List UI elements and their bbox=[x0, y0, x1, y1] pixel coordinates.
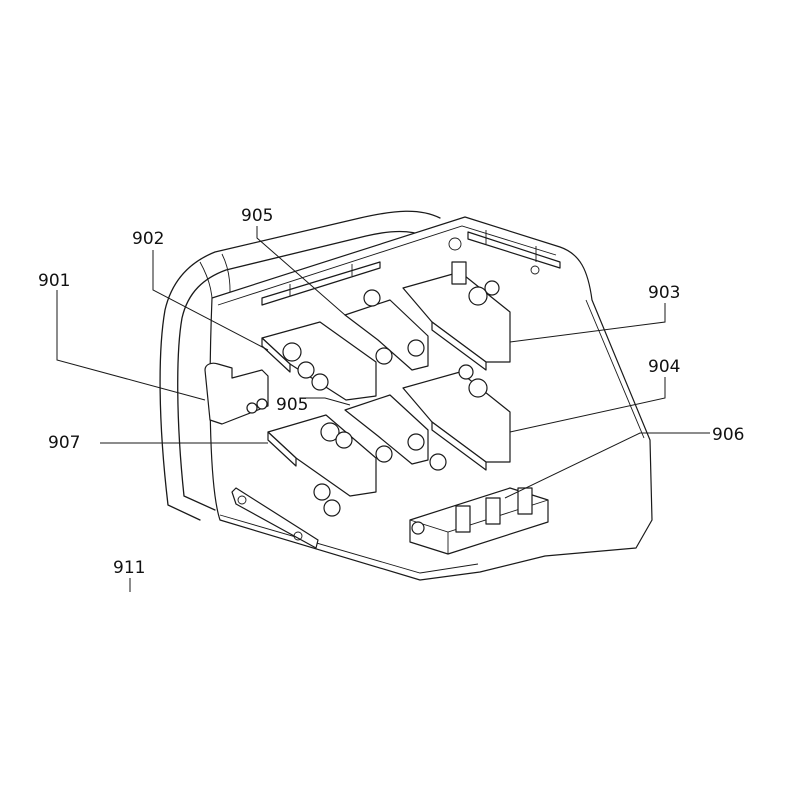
valve-904 bbox=[402, 364, 511, 471]
valve-903 bbox=[402, 261, 511, 371]
callout-902: 902 bbox=[132, 229, 164, 249]
callout-911: 911 bbox=[113, 558, 145, 578]
callout-906: 906 bbox=[712, 425, 744, 445]
callout-905-mid: 905 bbox=[276, 395, 308, 415]
callout-labels: 901 902 905 903 904 905 907 906 911 bbox=[38, 206, 744, 578]
valve-907 bbox=[267, 414, 377, 517]
callout-905-top: 905 bbox=[241, 206, 273, 226]
callout-907: 907 bbox=[48, 433, 80, 453]
callout-904: 904 bbox=[648, 357, 680, 377]
manifold-906 bbox=[409, 487, 549, 555]
leader-lines bbox=[56, 226, 710, 592]
top-bracket-right bbox=[448, 230, 561, 275]
valve-902 bbox=[261, 321, 377, 401]
manifold-block-905-top bbox=[344, 289, 429, 371]
tubular-frame bbox=[159, 210, 441, 521]
callout-901: 901 bbox=[38, 271, 70, 291]
top-bracket-left bbox=[261, 261, 381, 306]
callout-903: 903 bbox=[648, 283, 680, 303]
lever-901 bbox=[204, 362, 269, 425]
manifold-block-905-mid bbox=[344, 394, 447, 471]
bottom-bracket bbox=[231, 487, 319, 549]
